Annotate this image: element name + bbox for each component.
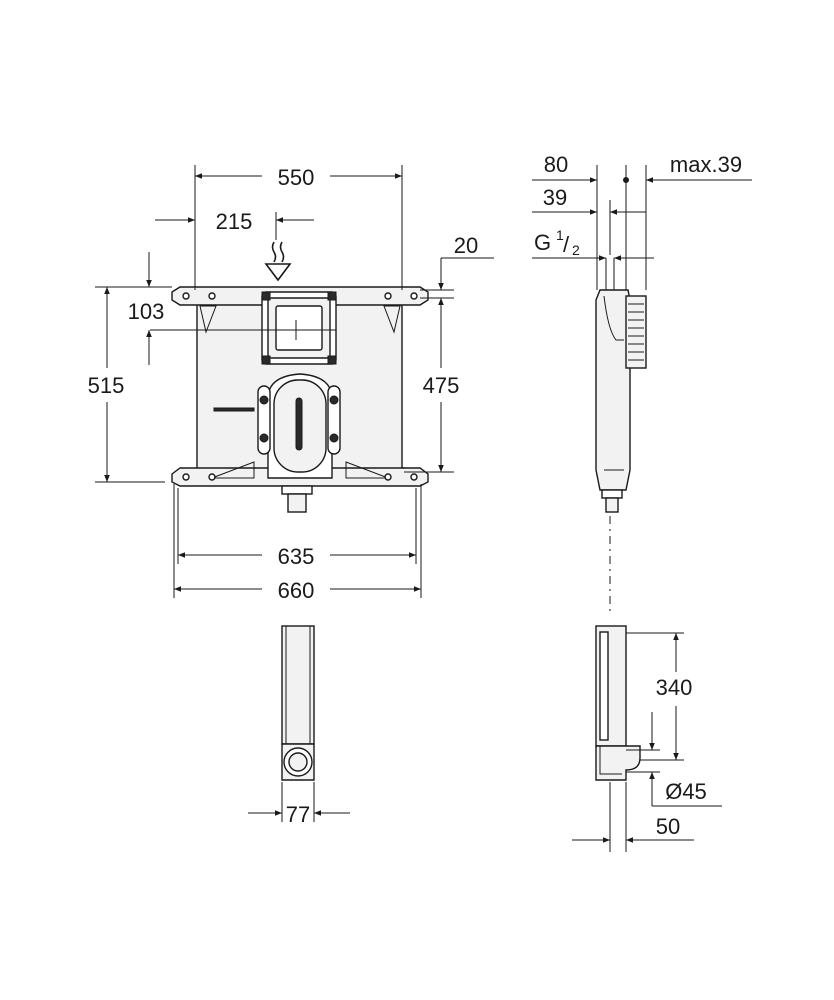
svg-text:G: G bbox=[534, 230, 551, 255]
bottom-side-view: 340 Ø45 50 bbox=[572, 625, 722, 852]
left-mounting-stud bbox=[257, 385, 271, 455]
svg-text:/: / bbox=[563, 232, 570, 257]
dim-max39: max.39 bbox=[670, 152, 742, 177]
dim-635: 635 bbox=[278, 544, 315, 569]
dim-515: 515 bbox=[88, 373, 125, 398]
dim-20: 20 bbox=[454, 233, 478, 258]
dim-77: 77 bbox=[286, 802, 310, 827]
drain-pipe-front bbox=[281, 625, 315, 745]
drain-bend-inner bbox=[288, 752, 308, 772]
dim-d45: Ø45 bbox=[665, 779, 707, 804]
side-view: 80 max.39 39 G 1 / 2 bbox=[532, 152, 752, 615]
dim-50: 50 bbox=[656, 814, 680, 839]
dim-550: 550 bbox=[278, 165, 315, 190]
bottom-front-view: 77 bbox=[248, 625, 350, 827]
water-supply-icon bbox=[264, 241, 292, 282]
drain-elbow bbox=[595, 745, 641, 781]
side-body bbox=[595, 289, 631, 491]
svg-text:2: 2 bbox=[572, 242, 580, 258]
svg-text:1: 1 bbox=[556, 227, 564, 243]
dim-103: 103 bbox=[128, 299, 165, 324]
dim-39: 39 bbox=[543, 185, 567, 210]
dim-660: 660 bbox=[278, 578, 315, 603]
thread-label: G 1 / 2 bbox=[534, 227, 580, 258]
drain-outlet bbox=[281, 485, 313, 513]
dim-80: 80 bbox=[544, 152, 568, 177]
dim-340: 340 bbox=[656, 675, 693, 700]
dim-215: 215 bbox=[216, 209, 253, 234]
side-cistern-block bbox=[625, 295, 647, 369]
side-cistern-ribs bbox=[628, 303, 644, 361]
right-mounting-stud bbox=[327, 385, 341, 455]
dim-475: 475 bbox=[423, 373, 460, 398]
front-view: 550 215 515 103 20 475 635 bbox=[88, 165, 494, 603]
